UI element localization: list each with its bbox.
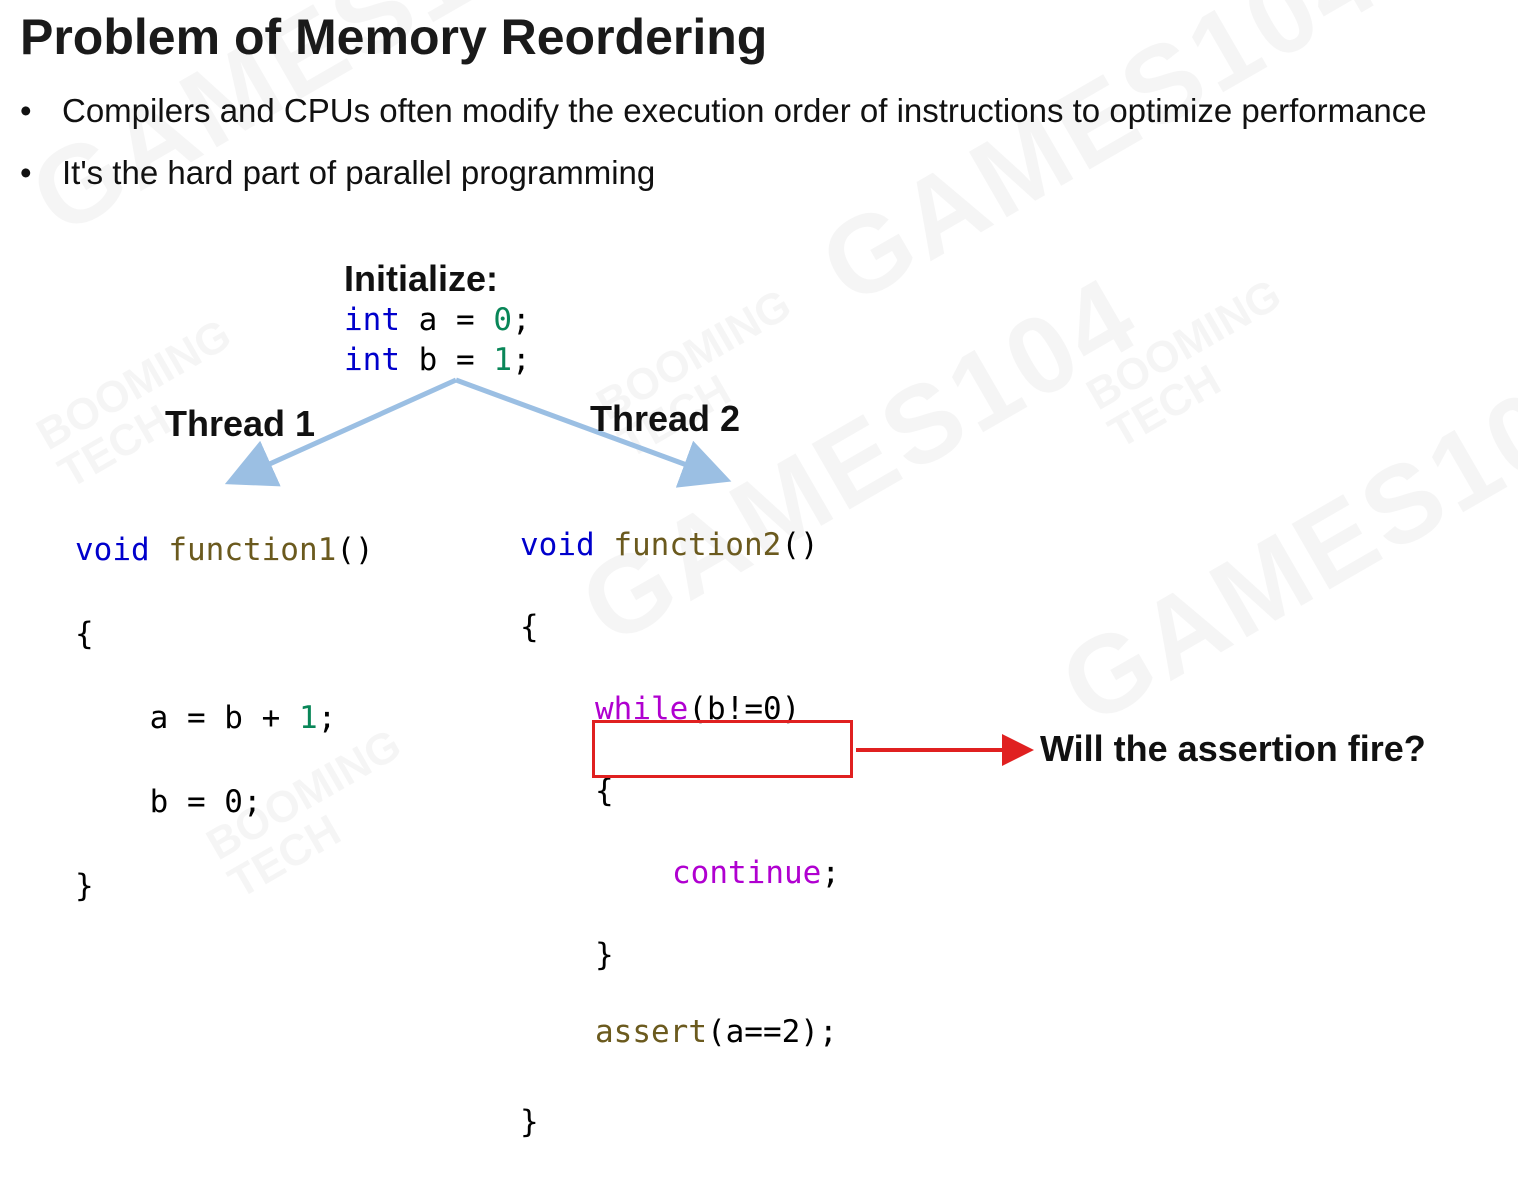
- bullet-text: Compilers and CPUs often modify the exec…: [62, 92, 1427, 129]
- slide-title: Problem of Memory Reordering: [20, 9, 768, 65]
- thread2-code: void function2() { while(b!=0) { continu…: [520, 484, 840, 1184]
- assert-highlight-box: [592, 720, 853, 778]
- bullet-dot: •: [20, 92, 32, 129]
- stmt-text: a = b +: [75, 700, 299, 736]
- parens: (): [336, 532, 374, 568]
- code-line: b = 0;: [75, 784, 262, 820]
- continue-keyword: continue: [672, 855, 822, 891]
- code-line: a = b + 1;: [75, 697, 374, 739]
- type-keyword: int: [344, 302, 400, 338]
- init-line-a: int a = 0;: [344, 303, 531, 337]
- semicolon: ;: [821, 855, 840, 891]
- thread2-label: Thread 2: [590, 398, 741, 439]
- semicolon: ;: [512, 342, 531, 378]
- thread1-code: void function1() { a = b + 1; b = 0; }: [75, 487, 374, 949]
- thread1-label: Thread 1: [165, 403, 316, 444]
- var-assign: b =: [400, 342, 494, 378]
- code-line: }: [75, 868, 94, 904]
- arrow-to-thread1: [224, 377, 458, 487]
- code-line: void function1(): [75, 529, 374, 571]
- number-literal: 0: [493, 302, 512, 338]
- bullet-item: • Compilers and CPUs often modify the exe…: [20, 92, 1427, 130]
- type-keyword: int: [344, 342, 400, 378]
- diagram-arrows: [224, 377, 1034, 766]
- function-name: function2: [613, 527, 782, 563]
- semicolon: ;: [317, 700, 337, 736]
- parens: (): [781, 527, 819, 563]
- function-name: function1: [168, 532, 337, 568]
- arrow-to-thread2: [455, 377, 732, 488]
- assert-args: (a==2);: [706, 1014, 838, 1050]
- number-literal: 1: [493, 342, 512, 378]
- number-literal: 1: [298, 700, 318, 736]
- code-line: }: [595, 937, 614, 973]
- code-line: continue;: [520, 853, 840, 894]
- code-line: }: [520, 1104, 539, 1140]
- question-text: Will the assertion fire?: [1040, 728, 1426, 769]
- code-line: {: [520, 609, 539, 645]
- bullet-item: • It's the hard part of parallel programm…: [20, 154, 655, 192]
- code-line: void function2(): [520, 525, 840, 566]
- semicolon: ;: [512, 302, 531, 338]
- void-keyword: void: [520, 527, 595, 563]
- code-line: {: [595, 773, 614, 809]
- bullet-dot: •: [20, 154, 32, 191]
- code-line: assert(a==2);: [520, 1012, 840, 1053]
- var-assign: a =: [400, 302, 494, 338]
- void-keyword: void: [75, 532, 150, 568]
- code-line: {: [75, 616, 94, 652]
- assert-function: assert: [595, 1014, 707, 1050]
- initialize-label: Initialize:: [344, 258, 499, 299]
- bullet-text: It's the hard part of parallel programmi…: [62, 154, 656, 191]
- init-line-b: int b = 1;: [344, 343, 531, 377]
